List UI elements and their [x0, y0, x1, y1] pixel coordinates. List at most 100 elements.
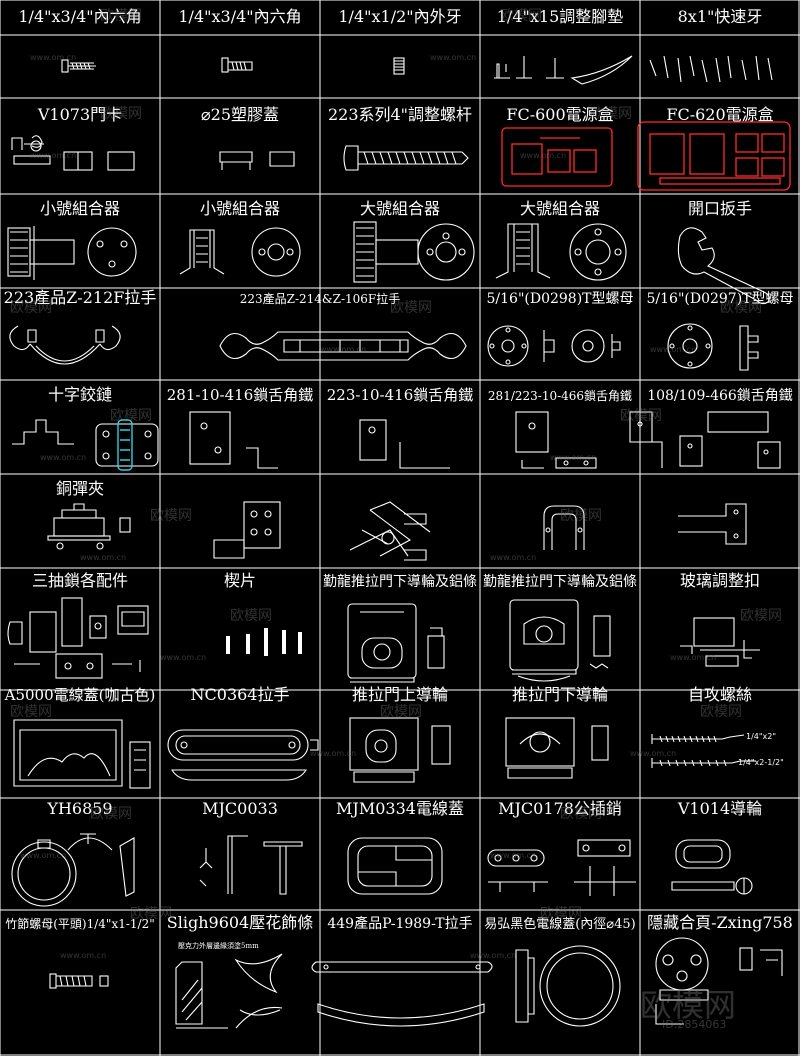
watermark-brand-large: 欧模网 [640, 986, 736, 1024]
drawing-screw-bolt-short [221, 57, 253, 73]
drawing-angle-iron-c [515, 411, 597, 469]
drawing-power-box-small [501, 127, 613, 187]
cell-label-threaded-insert: 1/4"x1/2"內外牙 [338, 7, 461, 26]
cell-label-round-grommet: 易弘黑色電線蓋(內徑⌀45) [484, 916, 636, 932]
watermark-url: www.om.cn [160, 653, 206, 662]
cell-label-bracket-set: MJC0033 [202, 799, 278, 818]
drawing-guide-wheel [671, 839, 753, 895]
cell-label-glass-clip: 玻璃調整扣 [680, 571, 760, 590]
drawing-leveling-feet [494, 55, 633, 85]
cell-label-brass-clip: 銅彈夾 [56, 479, 104, 498]
watermark-url: www.om.cn [430, 53, 476, 62]
watermark-brand: 欧模网 [740, 608, 782, 624]
trim-note: 壓克力外層邊緣須塗5mm [178, 941, 259, 950]
watermark-url: www.om.cn [550, 453, 596, 462]
watermark-url: www.om.cn [630, 749, 676, 758]
cell-label-power-box-small: FC-600電源盒 [506, 105, 613, 124]
watermark-brand: 欧模网 [540, 906, 582, 922]
cell-label-grommet: MJM0334電線蓋 [336, 799, 464, 818]
drawing-t-nut-a [487, 325, 621, 367]
cell-label-plastic-cap: ⌀25塑膠蓋 [201, 105, 279, 124]
cell-label-top-roller: 推拉門上導輪 [352, 685, 448, 704]
drawing-bow-handle [311, 961, 493, 1027]
drawing-angle-iron-b [359, 419, 450, 469]
watermark-brand: 欧模网 [700, 704, 742, 720]
watermark-url: www.om.cn [310, 749, 356, 758]
drawing-l-bracket [678, 503, 747, 545]
drawing-slide-guide-b [509, 599, 611, 682]
watermark-brand: 欧模网 [560, 806, 602, 822]
drawing-folding-hinge [349, 501, 431, 561]
drawing-door-catch [11, 135, 135, 171]
drawing-connector-small [7, 226, 137, 280]
cell-label-quick-screws: 8x1"快速牙 [678, 7, 763, 26]
watermark-brand: 欧模网 [230, 608, 272, 624]
drawing-round-grommet [515, 945, 621, 1027]
watermark-id: ID:2854063 [662, 1018, 726, 1031]
watermark-url: www.om.cn [490, 851, 536, 860]
drawing-screw-bolt [61, 59, 96, 73]
drawing-hinge-plate [213, 501, 281, 559]
drawing-wrench [677, 227, 770, 305]
drawing-recessed-handle [167, 729, 319, 781]
watermark-brand: 欧模网 [500, 8, 542, 24]
cell-label-bottom-roller: 推拉門下導輪 [512, 685, 608, 704]
cell-label-screw-bolt-short: 1/4"x3/4"內六角 [178, 7, 301, 26]
watermark-url: www.om.cn [30, 151, 76, 160]
cell-label-cross-hinge: 十字鉸鏈 [48, 385, 112, 404]
drawing-bracket-set [199, 835, 303, 895]
cell-label-concealed-hinge: 隱藏合頁-Zxing758 [647, 913, 793, 932]
drawing-lock-parts [7, 597, 149, 679]
drawing-grommet [347, 837, 443, 895]
cell-label-angle-iron-b: 223-10-416鎖舌角鐵 [327, 386, 474, 404]
cell-label-slide-guide-a: 勤龍推拉門下導輪及鋁條 [323, 573, 477, 590]
watermark-brand: 欧模网 [10, 300, 52, 316]
cell-label-angle-iron-d: 108/109-466鎖舌角鐵 [647, 387, 793, 404]
cell-label-t-nut-a: 5/16"(D0298)T型螺母 [487, 291, 634, 307]
cell-label-angle-iron-a: 281-10-416鎖舌角鐵 [167, 386, 314, 404]
drawing-angle-iron-d [629, 411, 781, 469]
cell-labels: 1/4"x3/4"內六角 1/4"x3/4"內六角 1/4"x1/2"內外牙 1/4"… [4, 7, 794, 932]
drawing-brass-clip [47, 503, 131, 550]
drawing-cross-hinge [12, 419, 159, 471]
cell-label-drop-handle: 223產品Z-212F拉手 [4, 288, 157, 307]
cell-label-wire-cover: A5000電線蓋(咖古色) [4, 686, 156, 704]
cell-label-recessed-handle: NC0364拉手 [191, 685, 290, 704]
drawing-slide-guide-a [347, 603, 445, 683]
drawing-angle-iron-a [189, 411, 278, 469]
watermark-brand: 欧模网 [100, 8, 142, 24]
drawing-wire-cover [13, 719, 151, 789]
watermark-url: www.om.cn [670, 653, 716, 662]
drawing-quick-screws [649, 55, 773, 83]
drawing-plastic-cap [219, 151, 295, 170]
watermark-brand: 欧模网 [150, 508, 192, 524]
watermark-url: www.om.cn [320, 345, 366, 354]
drawing-concealed-hinge [655, 937, 783, 1025]
drawing-connector-small-b [179, 227, 301, 277]
watermark-brand: 欧模网 [380, 704, 422, 720]
screw-annotation-a: 1/4"x2" [746, 732, 776, 741]
drawing-wedge [226, 628, 302, 656]
watermark-brand: 欧模网 [130, 906, 172, 922]
watermark-brand: 欧模网 [720, 300, 762, 316]
drawing-connector-large [353, 221, 475, 283]
drawing-ornate-handle [219, 331, 467, 361]
cell-label-ring-pull: YH6859 [46, 799, 112, 818]
cell-label-tapping-screws: 自攻螺絲 [688, 685, 752, 704]
watermark-url: www.om.cn [30, 53, 76, 62]
cell-label-leveling-feet: 1/4"x15調整腳墊 [497, 7, 624, 26]
cell-label-wrench: 開口扳手 [688, 199, 752, 218]
drawing-adjusting-screw [343, 145, 469, 171]
cell-label-connector-large: 大號組合器 [360, 199, 440, 218]
watermark-url: www.om.cn [520, 151, 566, 160]
drawing-plug-pin [487, 839, 636, 896]
cell-label-connector-large-b: 大號組合器 [520, 199, 600, 218]
watermark-brand: 欧模网 [90, 806, 132, 822]
cell-label-screw-bolt: 1/4"x3/4"內六角 [18, 7, 141, 26]
drawing-u-bracket [543, 505, 585, 550]
drawing-bottom-roller [505, 717, 609, 779]
watermark-brand: 欧模网 [100, 106, 142, 122]
watermark-brand: 欧模网 [560, 508, 602, 524]
cell-label-door-catch: V1073門卡 [37, 105, 122, 124]
watermark-url: www.om.cn [40, 453, 86, 462]
